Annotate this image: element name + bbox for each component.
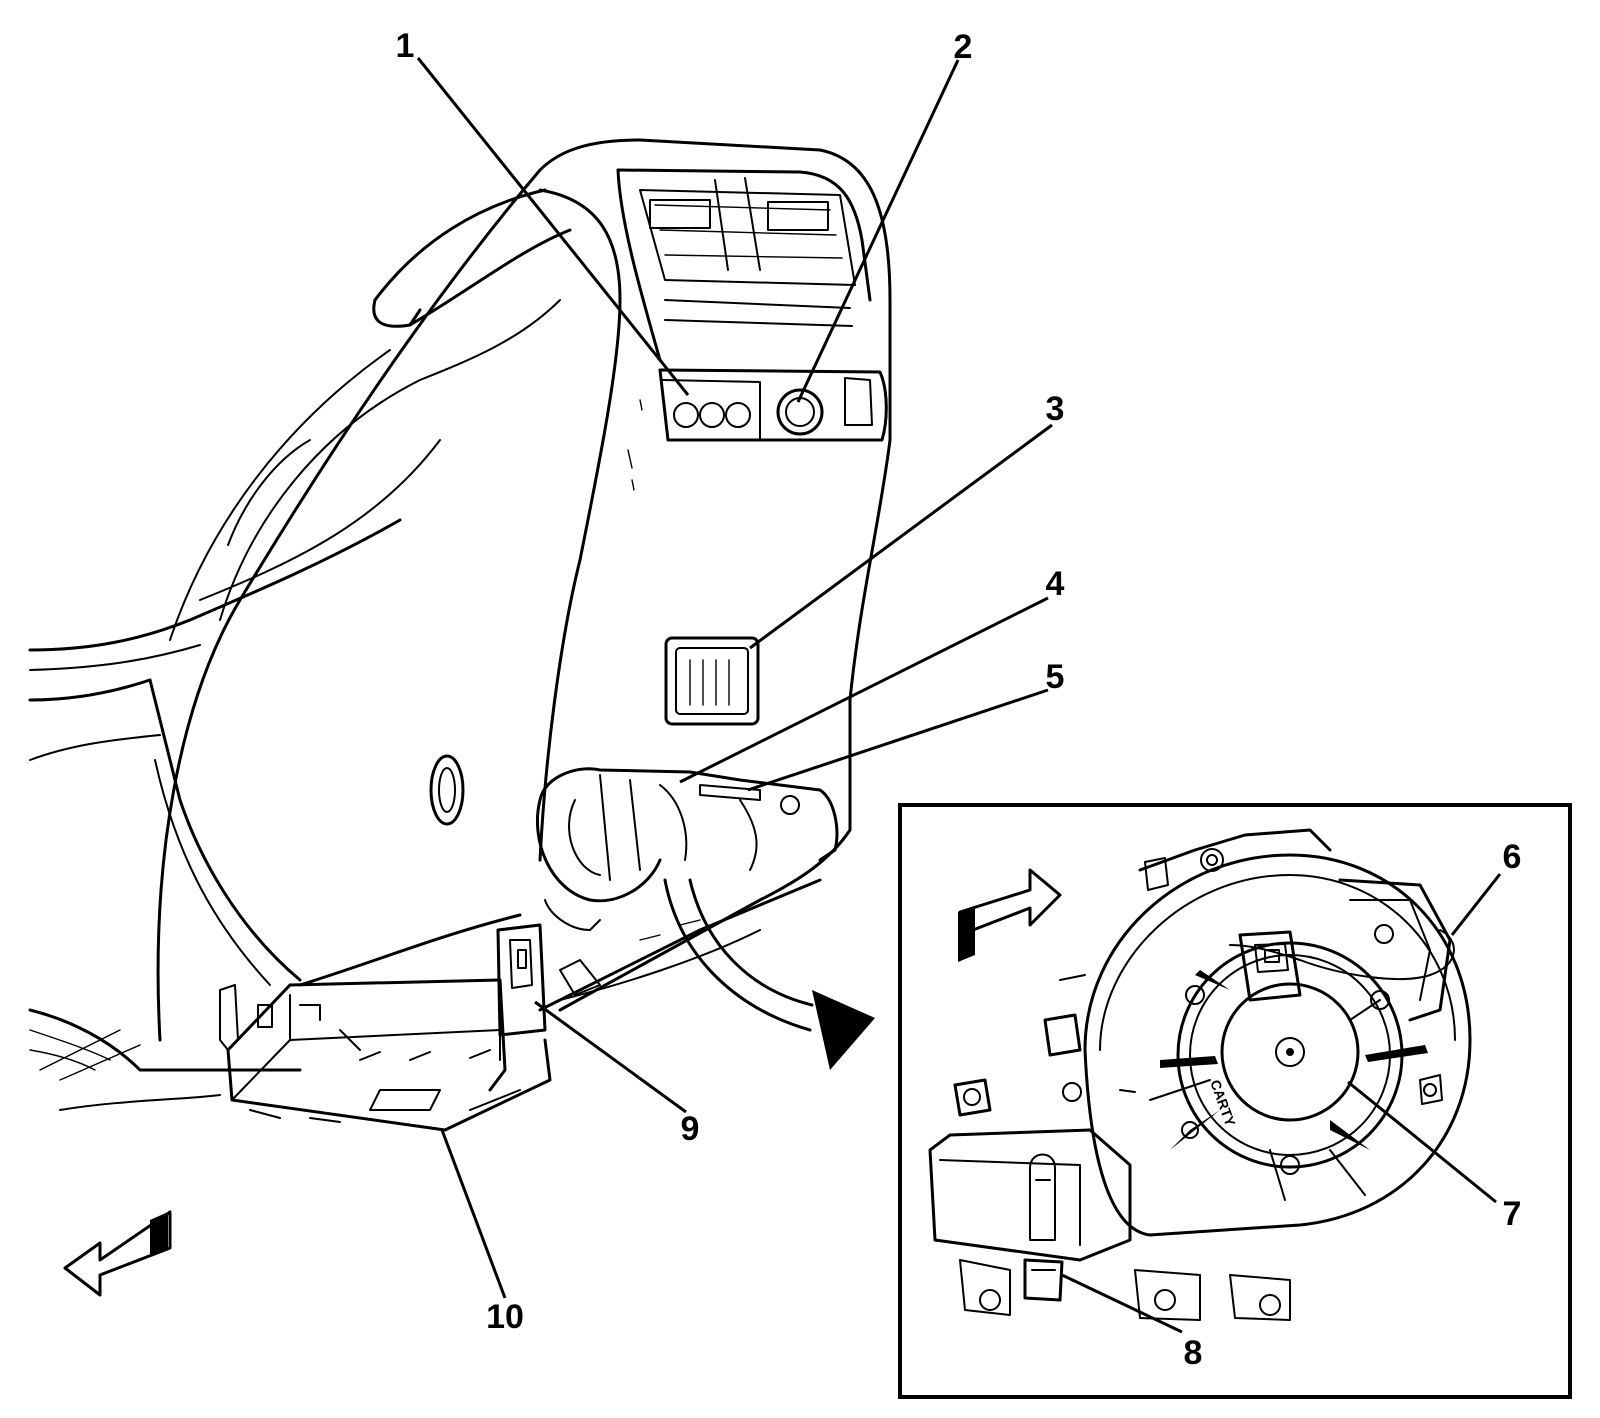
callout-5: 5	[1046, 658, 1065, 696]
callout-4: 4	[1046, 565, 1065, 603]
callout-2: 2	[954, 28, 973, 66]
leader-1	[416, 57, 690, 396]
forward-direction-arrow	[63, 1210, 172, 1297]
leader-10	[440, 1129, 507, 1299]
airflow-arrow	[958, 868, 1062, 962]
leader-3	[749, 423, 1053, 650]
leader-8	[1061, 1273, 1183, 1334]
leader-9	[534, 1000, 687, 1114]
callout-8: 8	[1184, 1334, 1203, 1372]
leader-2	[796, 59, 960, 403]
inset-frame	[898, 803, 1572, 1399]
callout-10: 10	[486, 1298, 524, 1336]
detail-inset: CARTY	[898, 803, 1572, 1399]
leader-7	[1347, 1080, 1497, 1204]
leader-6	[1450, 873, 1502, 936]
center-console	[28, 138, 892, 1132]
callout-7: 7	[1503, 1195, 1522, 1233]
leader-4	[679, 596, 1049, 784]
callout-6: 6	[1503, 838, 1522, 876]
callout-1: 1	[396, 27, 415, 65]
callout-9: 9	[681, 1110, 700, 1148]
callout-leaders	[416, 57, 1502, 1334]
callout-labels: 1 2 3 4 5 6 7 8 9 10	[396, 27, 1522, 1372]
leader-5	[747, 688, 1049, 792]
callout-3: 3	[1046, 390, 1065, 428]
